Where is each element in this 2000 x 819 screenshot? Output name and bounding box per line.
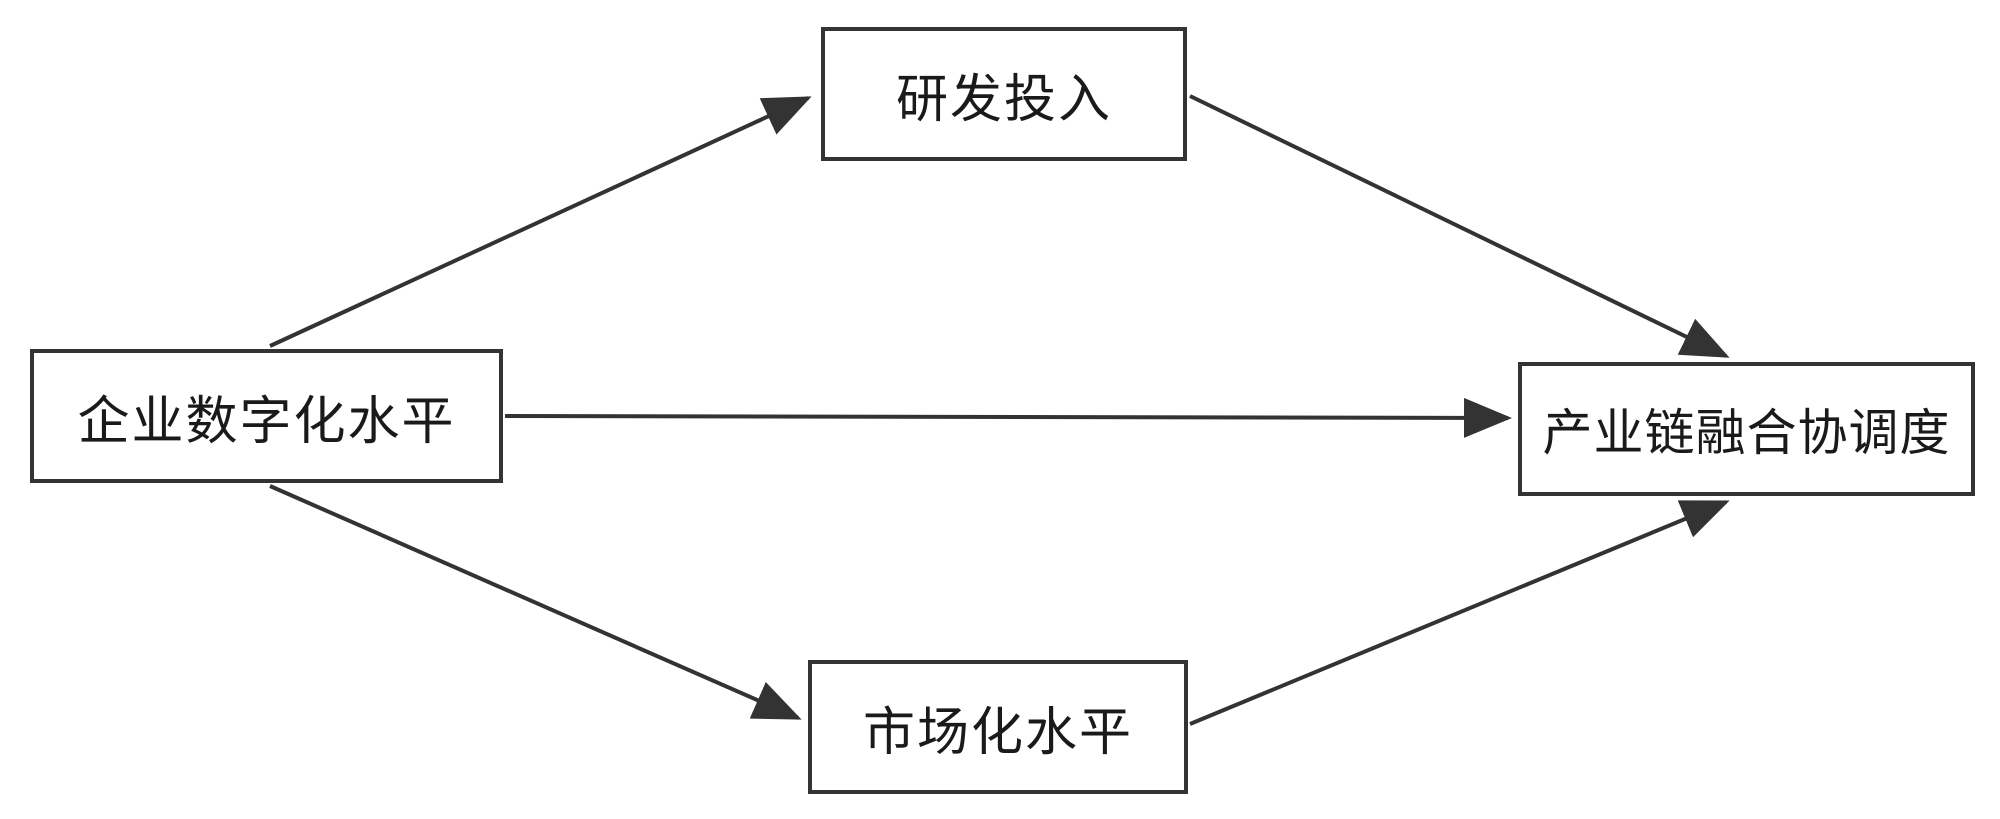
node-digitalization-label: 企业数字化水平 [77,391,456,452]
node-rd-investment: 研发投入 [821,27,1187,161]
arrow-rd-to-coupling [1189,94,1730,358]
node-marketization-label: 市场化水平 [862,702,1133,763]
node-industry-chain-coordination-label: 产业链融合协调度 [1542,404,1951,462]
arrow-digital-to-market [269,484,802,720]
node-marketization-level: 市场化水平 [808,660,1188,794]
node-rd-investment-label: 研发投入 [895,69,1112,130]
node-digitalization-level: 企业数字化水平 [30,349,503,483]
arrow-market-to-coupling [1189,500,1730,726]
node-industry-chain-coordination: 产业链融合协调度 [1518,362,1975,496]
arrow-digital-to-rd [269,96,812,348]
arrow-digital-to-coupling [504,397,1512,438]
